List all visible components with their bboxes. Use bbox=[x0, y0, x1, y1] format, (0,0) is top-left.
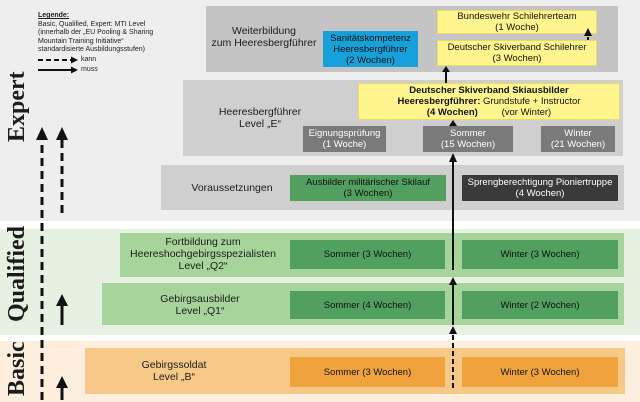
q1-winter-box: Winter (2 Wochen) bbox=[462, 291, 618, 319]
box-line: Sprengberechtigung Pioniertruppe bbox=[467, 177, 613, 188]
heeresbergfuehrer-title: Heeresbergführer Level „E“ bbox=[210, 106, 310, 130]
weiterbildung-title-line: zum Heeresbergführer bbox=[211, 37, 317, 49]
eignungspruefung-box: Eignungsprüfung(1 Woche) bbox=[303, 126, 386, 152]
legend-line: (innerhalb der „EU Pooling & Sharing bbox=[38, 29, 154, 36]
level-qualified-label: Qualified bbox=[4, 225, 30, 322]
b-title: Gebirgssoldat Level „B“ bbox=[110, 359, 238, 383]
legend-line: standardisierte Ausbildungsstufen) bbox=[38, 46, 146, 53]
hbf-sommer-box: Sommer(15 Wochen) bbox=[423, 126, 513, 152]
box-line: (1 Woche) bbox=[495, 22, 539, 33]
title-line: Level „Q2“ bbox=[178, 260, 228, 272]
level-expert-label: Expert bbox=[4, 71, 30, 142]
box-line: (15 Wochen) bbox=[440, 139, 496, 150]
weiterbildung-title: Weiterbildung zum Heeresbergführer bbox=[208, 25, 320, 49]
box-line: Deutscher Skiverband Skiausbilder bbox=[409, 85, 569, 96]
box-line: (1 Woche) bbox=[322, 139, 367, 150]
box-line-part: Grundstufe + Instructor bbox=[483, 96, 581, 107]
dashed-arrow-icon bbox=[38, 56, 78, 64]
box-line-part: (vor Winter) bbox=[501, 107, 552, 118]
skiausbilder-box: Deutscher Skiverband Skiausbilder Heeres… bbox=[358, 83, 620, 120]
voraussetzungen-title: Voraussetzungen bbox=[191, 182, 273, 194]
box-line-part: Heeresbergführer: bbox=[397, 96, 481, 107]
box-line: (4 Wochen) (vor Winter) bbox=[359, 107, 619, 118]
box-line: (3 Wochen) bbox=[492, 53, 542, 64]
sprengberechtigung-box: Sprengberechtigung Pioniertruppe(4 Woche… bbox=[462, 175, 618, 201]
title-line: Level „Q1“ bbox=[175, 305, 225, 317]
box-line: (4 Wochen) bbox=[515, 188, 565, 199]
box-line: Sanitätskompetenz bbox=[330, 32, 411, 44]
title-line: Fortbildung zum bbox=[165, 236, 241, 248]
title-line: Gebirgsausbilder bbox=[160, 293, 240, 305]
box-line: Eignungsprüfung bbox=[308, 128, 381, 139]
title-line: Heeresbergführer bbox=[218, 106, 302, 118]
q2-sommer-box: Sommer (3 Wochen) bbox=[290, 240, 445, 269]
box-line: (2 Wochen) bbox=[346, 54, 395, 66]
legend-kann: kann bbox=[38, 56, 218, 65]
q2-title: Fortbildung zum Heereshochgebirgsspezial… bbox=[124, 236, 282, 272]
b-sommer-box: Sommer (3 Wochen) bbox=[290, 357, 445, 387]
legend: Legende: Basic, Qualified, Expert: MTI L… bbox=[38, 12, 218, 75]
schilehrerteam-box: Bundeswehr Schilehrerteam(1 Woche) bbox=[437, 10, 597, 34]
legend-title: Legende: bbox=[38, 12, 70, 19]
legend-muss: muss bbox=[38, 66, 218, 75]
q2-winter-box: Winter (3 Wochen) bbox=[462, 240, 618, 269]
b-winter-box: Winter (3 Wochen) bbox=[462, 357, 618, 387]
box-line: Ausbilder militärischer Skilauf bbox=[305, 177, 431, 188]
box-line: Sommer bbox=[450, 128, 486, 139]
title-line: Level „E“ bbox=[238, 118, 281, 130]
title-line: Heereshochgebirgsspezialisten bbox=[130, 248, 276, 260]
box-line: Heeresbergführer bbox=[333, 43, 408, 55]
legend-muss-label: muss bbox=[81, 65, 98, 73]
box-line: Heeresbergführer: Grundstufe + Instructo… bbox=[359, 96, 619, 107]
solid-arrow-icon bbox=[38, 66, 78, 74]
legend-kann-label: kann bbox=[81, 55, 97, 63]
box-line: Winter bbox=[564, 128, 592, 139]
schilehrer-box: Deutscher Skiverband Schilehrer(3 Wochen… bbox=[437, 40, 597, 66]
box-line: (21 Wochen) bbox=[550, 139, 606, 150]
box-line: Deutscher Skiverband Schilehrer bbox=[447, 42, 587, 53]
level-basic-label: Basic bbox=[4, 341, 30, 396]
legend-line: Mountain Training Initiative“ bbox=[38, 37, 124, 45]
box-line: (3 Wochen) bbox=[343, 188, 393, 199]
title-line: Gebirgssoldat bbox=[141, 359, 207, 371]
legend-line: Basic, Qualified, Expert: MTI Level bbox=[38, 20, 146, 28]
weiterbildung-title-line: Weiterbildung bbox=[231, 25, 296, 37]
skilauf-box: Ausbilder militärischer Skilauf(3 Wochen… bbox=[290, 175, 446, 201]
box-line: Bundeswehr Schilehrerteam bbox=[457, 11, 577, 22]
box-line-part: (4 Wochen) bbox=[426, 107, 478, 118]
q1-title: Gebirgsausbilder Level „Q1“ bbox=[140, 293, 260, 317]
q1-sommer-box: Sommer (4 Wochen) bbox=[290, 291, 445, 319]
title-line: Level „B“ bbox=[152, 371, 195, 383]
hbf-winter-box: Winter(21 Wochen) bbox=[541, 126, 615, 152]
